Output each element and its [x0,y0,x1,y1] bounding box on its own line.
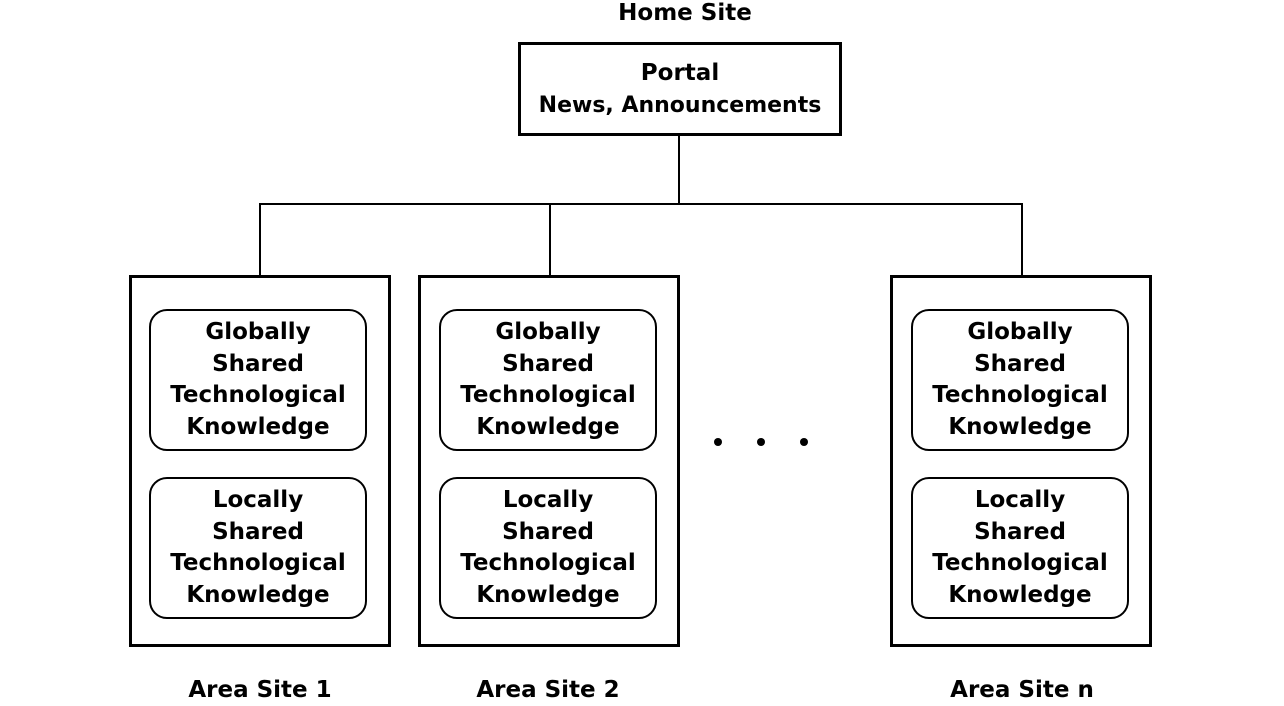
area-site-2-global-knowledge-text: Globally Shared Technological Knowledge [460,319,636,440]
area-site-2-label: Area Site 2 [476,677,620,703]
area-site-n-global-knowledge-text: Globally Shared Technological Knowledge [932,319,1108,440]
area-site-1-global-knowledge-box: Globally Shared Technological Knowledge [149,309,367,451]
area-site-n-label: Area Site n [950,677,1094,703]
portal-subtitle: News, Announcements [538,93,822,118]
area-site-2-connector-line [549,203,551,276]
area-site-n-local-knowledge-box: Locally Shared Technological Knowledge [911,477,1129,619]
area-site-2-box: Globally Shared Technological Knowledge … [418,275,680,647]
portal-connector-line [678,133,680,204]
area-site-n-box: Globally Shared Technological Knowledge … [890,275,1152,647]
portal-box: Portal News, Announcements [518,42,842,136]
branch-connector-line [260,203,1023,205]
area-site-1-local-knowledge-text: Locally Shared Technological Knowledge [170,487,346,608]
area-site-1-connector-line [259,203,261,276]
ellipsis-dot [714,438,722,446]
area-site-1-local-knowledge-box: Locally Shared Technological Knowledge [149,477,367,619]
area-site-2-local-knowledge-box: Locally Shared Technological Knowledge [439,477,657,619]
area-site-n-local-knowledge-text: Locally Shared Technological Knowledge [932,487,1108,608]
area-site-1-label: Area Site 1 [188,677,332,703]
ellipsis-dot [757,438,765,446]
area-site-1-box: Globally Shared Technological Knowledge … [129,275,391,647]
home-site-title: Home Site [618,0,752,26]
area-site-1-global-knowledge-text: Globally Shared Technological Knowledge [170,319,346,440]
area-site-2-global-knowledge-box: Globally Shared Technological Knowledge [439,309,657,451]
area-site-2-local-knowledge-text: Locally Shared Technological Knowledge [460,487,636,608]
area-site-n-connector-line [1021,203,1023,276]
ellipsis-dot [800,438,808,446]
portal-title: Portal [640,60,720,86]
area-site-n-global-knowledge-box: Globally Shared Technological Knowledge [911,309,1129,451]
